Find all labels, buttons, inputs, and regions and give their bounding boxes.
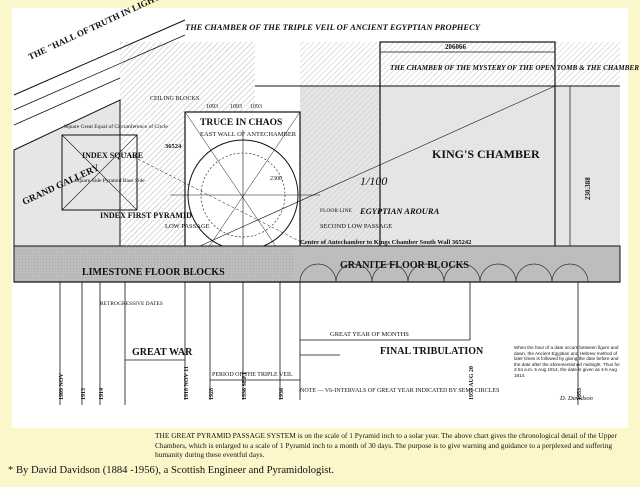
masonry-top-right bbox=[380, 42, 620, 87]
limestone-floor-label: LIMESTONE FLOOR BLOCKS bbox=[82, 267, 225, 278]
final-tribulation-label: FINAL TRIBULATION bbox=[380, 346, 484, 357]
kings-chamber-box bbox=[300, 86, 620, 246]
timeline-date-label: 1936 bbox=[279, 388, 285, 400]
timeline-date-label: 1914 bbox=[99, 388, 105, 400]
footnote: * By David Davidson (1884 -1956), a Scot… bbox=[8, 465, 335, 476]
gallery-roof-line bbox=[13, 19, 186, 96]
width-dimension-label: 206066 bbox=[445, 43, 467, 51]
retro-dates-label: RETROGRESSIVE DATES bbox=[100, 301, 163, 307]
kings-chamber-label: KING'S CHAMBER bbox=[432, 147, 540, 161]
triple-veil-period-label: PERIOD OF THE TRIPLE VEIL bbox=[212, 372, 293, 378]
square-b-label: Square Side Pyramid Base Side bbox=[75, 178, 145, 184]
number-label-4: 1093 bbox=[230, 104, 242, 110]
granite-floor-label: GRANITE FLOOR BLOCKS bbox=[340, 260, 469, 271]
caption-paragraph: THE GREAT PYRAMID PASSAGE SYSTEM is on t… bbox=[155, 431, 617, 459]
semicircle-intervals bbox=[299, 263, 589, 283]
index-square-label: INDEX SQUARE bbox=[82, 151, 143, 160]
index-square bbox=[61, 134, 138, 211]
great-year-label: GREAT YEAR OF MONTHS bbox=[330, 331, 409, 338]
egyptian-aroura-label: EGYPTIAN AROURA bbox=[359, 206, 440, 216]
intervals-note-label: NOTE — V6-INTERVALS OF GREAT YEAR INDICA… bbox=[300, 388, 499, 394]
low-passage-label: LOW PASSAGE bbox=[165, 223, 210, 230]
signature: D. Davidson bbox=[559, 395, 593, 402]
second-low-passage-label: SECOND LOW PASSAGE bbox=[320, 223, 392, 230]
east-wall-label: EAST WALL OF ANTECHAMBER bbox=[200, 131, 297, 138]
timeline-date-label: 1928 bbox=[209, 388, 215, 400]
timeline-date-label: 1909 NOV bbox=[59, 373, 65, 401]
limestone-texture bbox=[14, 246, 294, 282]
note-paragraph: When the hour of a date occurs between f… bbox=[514, 345, 620, 378]
mystery-chamber-label: THE CHAMBER OF THE MYSTERY OF THE OPEN T… bbox=[390, 64, 640, 72]
great-war-label: GREAT WAR bbox=[132, 347, 193, 358]
ratio-label: 1/100 bbox=[360, 174, 387, 188]
centre-line-label: Centre of Antechamber to Kings Chamber S… bbox=[300, 239, 471, 246]
timeline-date-label: 1953 AUG 20 bbox=[469, 366, 475, 400]
timeline-date-label: 1953 bbox=[577, 388, 583, 400]
triple-veil-label: THE CHAMBER OF THE TRIPLE VEIL OF ANCIEN… bbox=[185, 22, 481, 32]
truce-in-chaos-label: TRUCE IN CHAOS bbox=[200, 118, 282, 128]
index-square-diag-2 bbox=[61, 134, 138, 211]
height-dimension-label: 230.388 bbox=[584, 177, 592, 200]
square-a-label: Square Great Equal of Circumference of C… bbox=[64, 123, 168, 130]
floor-line-label: FLOOR LINE bbox=[320, 208, 353, 214]
gallery-roof-line-2 bbox=[13, 34, 186, 111]
period-arrows bbox=[125, 339, 470, 381]
ceiling-blocks-label: CEILING BLOCKS bbox=[150, 96, 199, 102]
timeline-date-label: 1913 bbox=[81, 388, 87, 400]
number-label-5: 2300 bbox=[270, 176, 282, 182]
number-label-1: 1093 bbox=[206, 104, 218, 110]
index-pyramid-label: INDEX FIRST PYRAMID bbox=[100, 211, 192, 220]
timeline-date-label: 1918 NOV 11 bbox=[184, 366, 190, 400]
gallery-roof-line-3 bbox=[13, 77, 121, 126]
timeline-date-labels: 1909 NOV 1913 1914 1918 NOV 11 1928 1936 SEPT… bbox=[59, 366, 583, 400]
number-label-3: 36524 bbox=[165, 143, 182, 150]
number-label-2: 1093 bbox=[250, 104, 262, 110]
timeline-date-label: 1936 SEPT bbox=[242, 371, 248, 400]
